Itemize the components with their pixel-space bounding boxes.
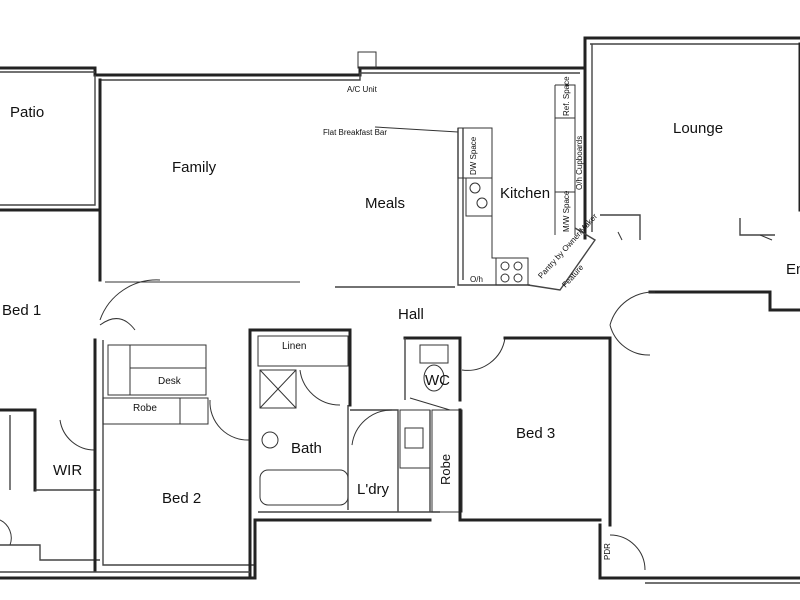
bed3-walls bbox=[403, 291, 656, 580]
mw-space-label: M/W Space bbox=[562, 190, 571, 232]
room-label-linen: Linen bbox=[282, 341, 307, 352]
ac-unit-label: A/C Unit bbox=[347, 85, 377, 94]
room-label-bath: Bath bbox=[291, 440, 322, 457]
bath-walls bbox=[248, 328, 440, 580]
room-label-desk: Desk bbox=[158, 376, 181, 387]
south-walls bbox=[0, 518, 800, 584]
dw-space-label: DW Space bbox=[469, 136, 478, 175]
room-label-entry: En bbox=[786, 261, 800, 278]
bed1-walls bbox=[0, 279, 161, 561]
room-label-meals: Meals bbox=[365, 195, 406, 212]
lounge-walls bbox=[600, 214, 800, 312]
room-label-kitchen: Kitchen bbox=[500, 185, 551, 202]
bed2-walls bbox=[93, 338, 255, 572]
room-label-wir: WIR bbox=[53, 462, 83, 479]
exterior-walls bbox=[0, 36, 800, 282]
room-label-lounge: Lounge bbox=[673, 120, 724, 137]
room-label-family: Family bbox=[172, 159, 217, 176]
kitchen-joinery bbox=[105, 84, 597, 291]
ac-unit-icon bbox=[357, 51, 377, 69]
room-label-hall: Hall bbox=[398, 306, 424, 323]
room-label-bed1: Bed 1 bbox=[2, 302, 42, 319]
pdr-label: PDR bbox=[603, 543, 612, 560]
room-label-robe-bed3: Robe bbox=[438, 453, 453, 485]
oh-label: O/h bbox=[470, 275, 483, 284]
ref-space-label: Ref. Space bbox=[562, 76, 571, 116]
oh-cupboards-label: O/h Cupboards bbox=[575, 135, 584, 190]
room-label-wc: WC bbox=[425, 372, 450, 389]
breakfast-bar-label: Flat Breakfast Bar bbox=[323, 128, 388, 137]
room-label-patio: Patio bbox=[10, 104, 45, 121]
room-label-bed3: Bed 3 bbox=[516, 425, 556, 442]
room-label-bed2: Bed 2 bbox=[162, 490, 202, 507]
laundry-walls bbox=[350, 409, 463, 513]
room-label-robe-bed2: Robe bbox=[133, 403, 157, 414]
room-label-laundry: L'dry bbox=[357, 481, 390, 498]
